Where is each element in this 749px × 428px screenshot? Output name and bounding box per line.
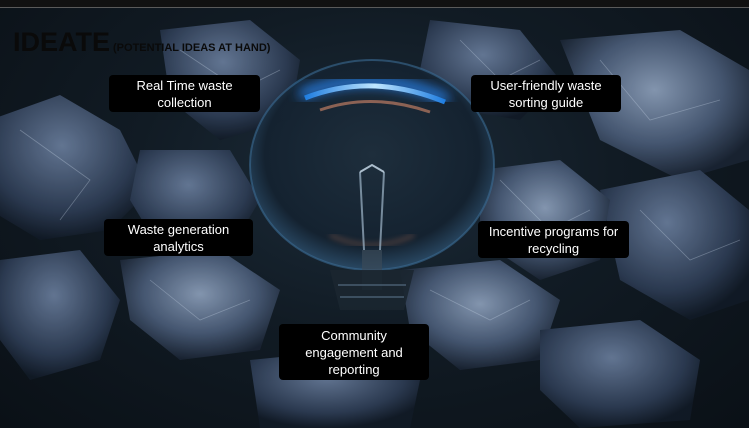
slide-title-group: IDEATE (POTENTIAL IDEAS AT HAND) <box>13 27 270 58</box>
idea-box-sorting-guide: User-friendly waste sorting guide <box>471 75 621 112</box>
idea-box-real-time-collection: Real Time waste collection <box>109 75 260 112</box>
idea-box-community-engagement: Community engagement and reporting <box>279 324 429 380</box>
window-top-bar <box>0 0 749 8</box>
idea-box-generation-analytics: Waste generation analytics <box>104 219 253 256</box>
slide-subtitle: (POTENTIAL IDEAS AT HAND) <box>113 42 271 54</box>
idea-box-incentive-programs: Incentive programs for recycling <box>478 221 629 258</box>
slide-title: IDEATE <box>13 27 111 57</box>
